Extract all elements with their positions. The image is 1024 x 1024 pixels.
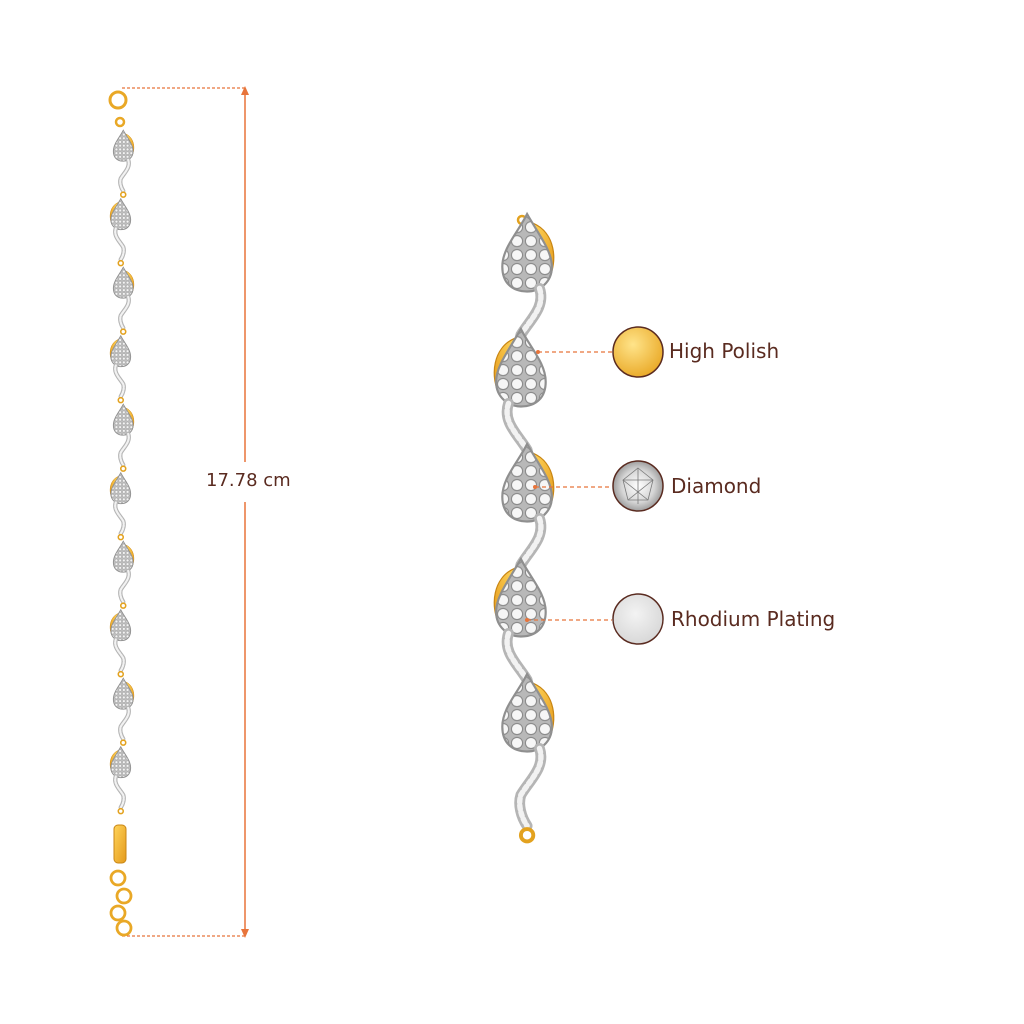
- measure-arrow-top-icon: [241, 86, 249, 95]
- clasp-icon: [108, 90, 128, 110]
- bracelet-link: [112, 677, 135, 746]
- bracelet-link: [112, 403, 135, 472]
- bracelet-link: [109, 608, 132, 678]
- bracelet-link: [109, 334, 132, 404]
- bracelet-link: [501, 671, 555, 844]
- full-bracelet-illustration: [108, 90, 135, 937]
- bracelet-link: [112, 129, 135, 198]
- feature-callouts: [525, 350, 612, 622]
- length-label: 17.78 cm: [206, 470, 291, 491]
- bracelet-link: [109, 471, 132, 541]
- gold-swatch-icon: [612, 326, 664, 378]
- high-polish-swatch: [612, 326, 664, 378]
- bracelet-link: [109, 745, 132, 815]
- measure-arrow-bottom-icon: [241, 929, 249, 938]
- feature-label-rhodium: Rhodium Plating: [671, 607, 836, 631]
- bracelet-link: [112, 540, 135, 609]
- diamond-swatch: [612, 460, 664, 512]
- bracelet-link: [109, 197, 132, 267]
- rhodium-swatch: [612, 593, 664, 645]
- bracelet-link: [112, 266, 135, 335]
- rhodium-swatch-icon: [612, 593, 664, 645]
- feature-label-high-polish: High Polish: [669, 339, 780, 363]
- extender-bar-icon: [113, 824, 127, 864]
- bracelet-detail-illustration: [493, 211, 555, 844]
- length-measure: [122, 86, 300, 938]
- feature-label-diamond: Diamond: [671, 474, 762, 498]
